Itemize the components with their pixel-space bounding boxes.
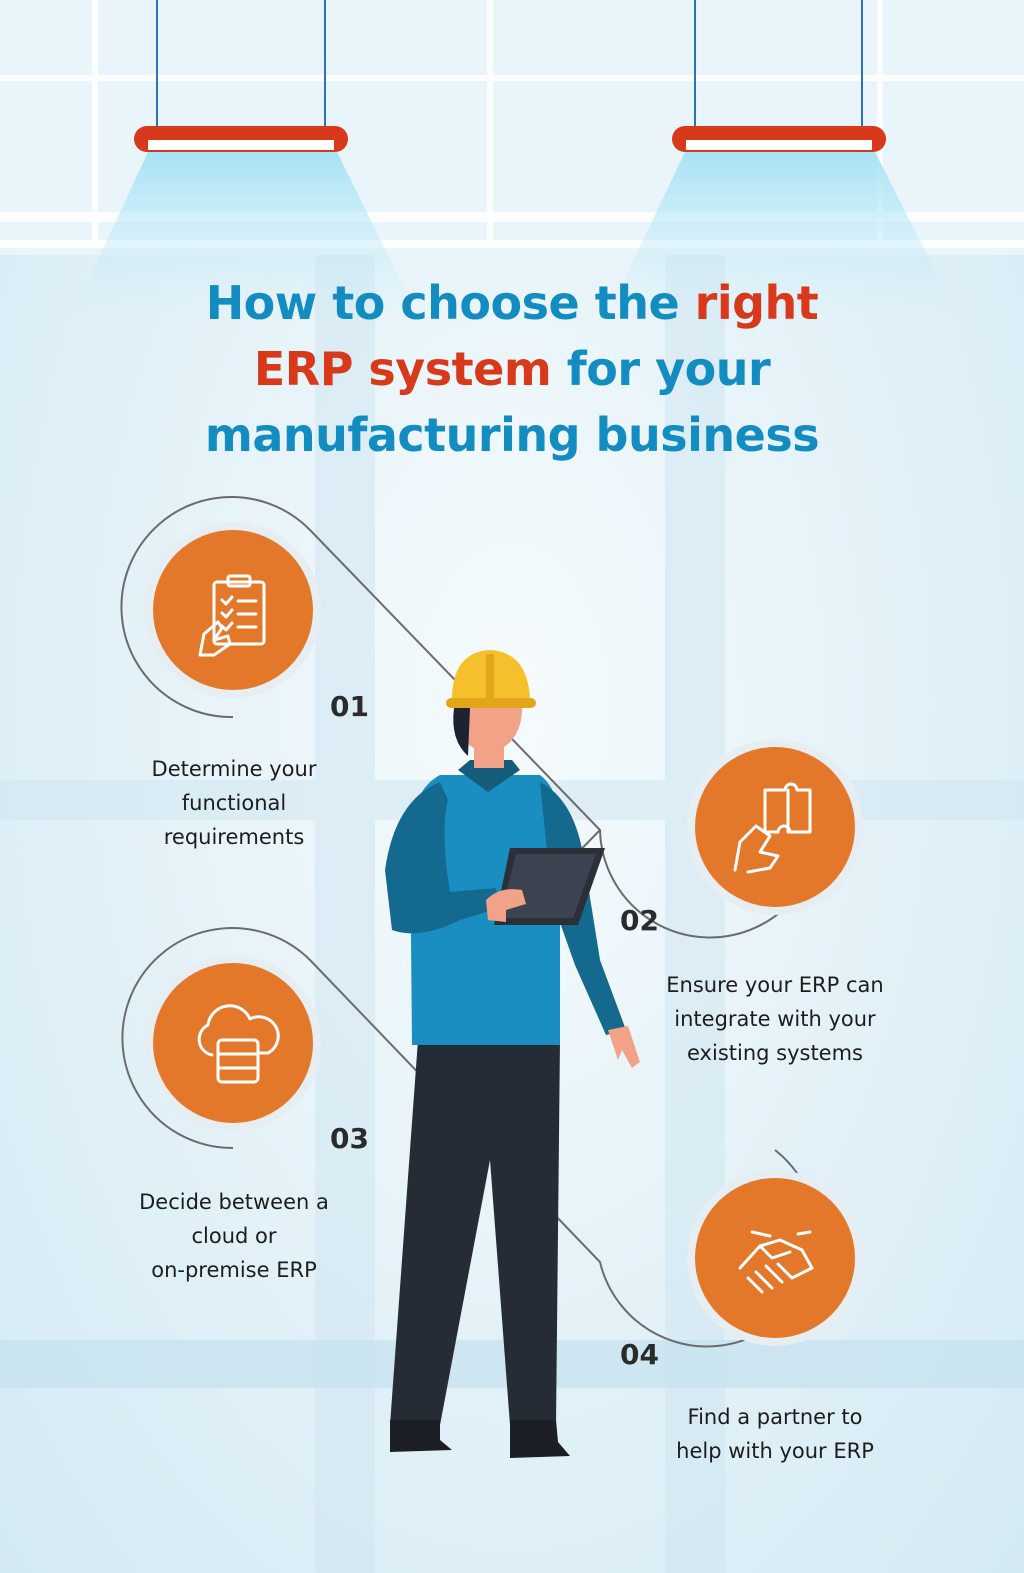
step-01-line-3: requirements: [163, 825, 305, 849]
title-highlight-2: ERP system: [253, 342, 552, 396]
title-part-2: for your: [566, 342, 771, 396]
handshake-icon: [738, 1230, 814, 1294]
step-04-line-2: help with your ERP: [676, 1439, 874, 1463]
step-01-line-2: functional: [181, 791, 287, 815]
step-03-line-2: cloud or: [191, 1224, 277, 1248]
ceiling-lamp-right: [605, 0, 960, 320]
step-03-line-1: Decide between a: [139, 1190, 329, 1214]
step-03-description: Decide between a cloud or on-premise ERP: [84, 1185, 384, 1287]
cloud-database-icon: [197, 1004, 280, 1084]
step-02-number: 02: [620, 904, 659, 937]
step-02-description: Ensure your ERP can integrate with your …: [625, 968, 925, 1070]
title-part-1: How to choose the: [205, 276, 680, 330]
step-02-badge: [687, 739, 863, 915]
step-03-number: 03: [330, 1122, 369, 1155]
title-part-3: manufacturing business: [204, 408, 820, 462]
worker-illustration: [385, 650, 640, 1458]
step-01-line-1: Determine your: [151, 757, 317, 781]
step-02-line-2: integrate with your: [674, 1007, 876, 1031]
puzzle-hand-icon: [733, 782, 812, 874]
ceiling-lamp-left: [70, 0, 420, 320]
step-03-badge: [145, 955, 321, 1131]
step-04-number: 04: [620, 1338, 659, 1371]
step-02-line-1: Ensure your ERP can: [666, 973, 884, 997]
step-02-line-3: existing systems: [687, 1041, 863, 1065]
checklist-icon: [198, 574, 266, 657]
step-01-number: 01: [330, 690, 369, 723]
step-04-badge: [687, 1170, 863, 1346]
step-01-badge: [145, 522, 321, 698]
title-highlight-1: right: [694, 276, 819, 330]
page-title: How to choose the right ERP system for y…: [0, 270, 1024, 468]
step-04-line-1: Find a partner to: [687, 1405, 863, 1429]
step-03-line-3: on-premise ERP: [151, 1258, 317, 1282]
step-04-description: Find a partner to help with your ERP: [625, 1400, 925, 1468]
step-01-description: Determine your functional requirements: [84, 752, 384, 854]
